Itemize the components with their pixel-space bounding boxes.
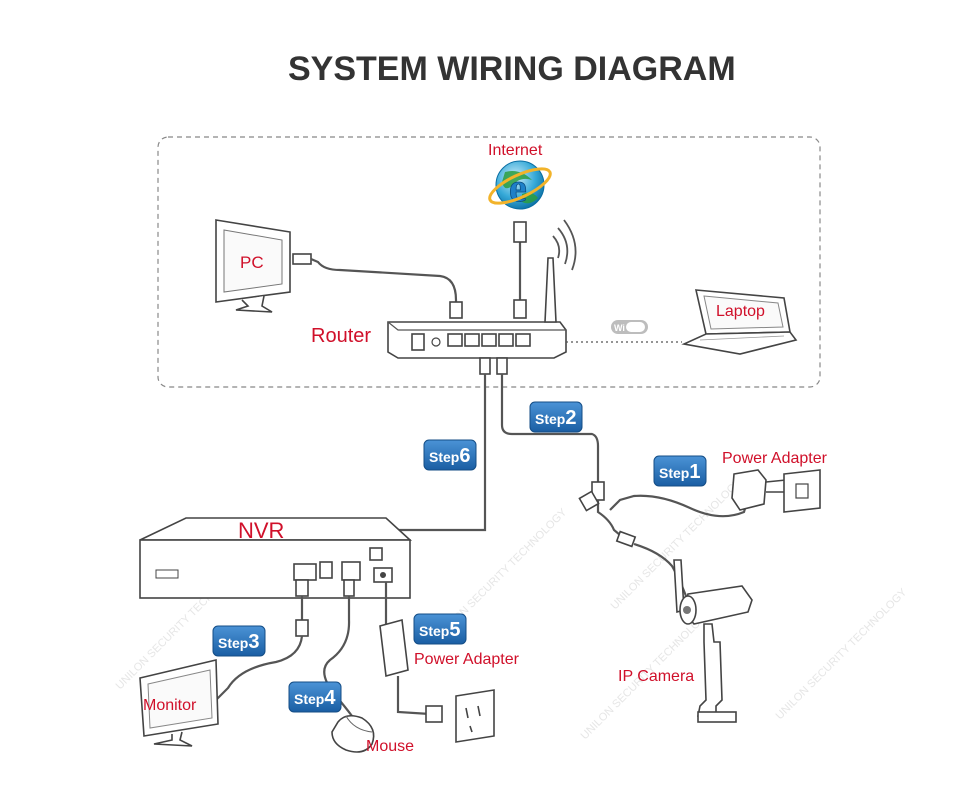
svg-text:Step3: Step3 (218, 631, 259, 653)
internet-label: Internet (488, 142, 543, 159)
laptop-icon (681, 289, 798, 355)
mouse-icon (331, 714, 375, 753)
step-4-badge: Step4 (288, 681, 342, 713)
step-5-number: 5 (449, 619, 460, 641)
step-4-number: 4 (324, 687, 336, 709)
step-5-badge: Step5 (413, 613, 467, 645)
step-6-badge: Step6 (423, 439, 477, 471)
watermark-text: UNILON SECURITY TECHNOLOGY (774, 586, 910, 722)
pc-label: PC (240, 253, 264, 272)
wifi-badge-text: Wi Fi (614, 323, 635, 333)
internet-cable (513, 221, 527, 319)
step-1-badge: Step1 (653, 455, 707, 487)
svg-text:Step4: Step4 (294, 687, 336, 709)
ip-camera-label: IP Camera (618, 668, 694, 685)
step-3-badge: Step3 (212, 625, 266, 657)
step-2-number: 2 (565, 407, 576, 429)
ip-camera-device (673, 559, 753, 723)
laptop-label: Laptop (716, 303, 765, 320)
watermarks: UNILON SECURITY TECHNOLOGY UNILON SECURI… (114, 476, 910, 742)
svg-text:Step1: Step1 (659, 461, 700, 483)
step-3-word: Step (218, 635, 248, 651)
power-adapter-nvr-label: Power Adapter (414, 651, 520, 668)
page-title: SYSTEM WIRING DIAGRAM (288, 50, 736, 88)
svg-text:Step5: Step5 (419, 619, 460, 641)
network-boundary (157, 136, 821, 388)
router-label: Router (311, 325, 371, 347)
step-4-word: Step (294, 691, 324, 707)
step-6-word: Step (429, 449, 459, 465)
pc-monitor-icon (215, 219, 291, 313)
step-2-badge: Step2 (529, 401, 583, 433)
nvr-label: NVR (238, 518, 284, 543)
camera-cable-assembly (578, 469, 821, 597)
step-1-word: Step (659, 465, 689, 481)
wireless-signal-icon (552, 219, 577, 271)
mouse-cable (323, 579, 355, 717)
svg-text:Step6: Step6 (429, 445, 470, 467)
pc-cable (292, 253, 463, 319)
wifi-badge-icon: Wi Fi (611, 320, 648, 334)
monitor-cable (213, 579, 309, 703)
mouse-label: Mouse (366, 738, 414, 755)
router-device (387, 257, 567, 359)
step-2-word: Step (535, 411, 565, 427)
step-5-word: Step (419, 623, 449, 639)
step-6-number: 6 (459, 445, 470, 467)
step-3-number: 3 (248, 631, 259, 653)
monitor-icon (139, 658, 219, 747)
router-antenna (544, 257, 557, 323)
nvr-power-adapter (379, 582, 495, 743)
internet-globe-icon: e (488, 160, 552, 210)
step-1-number: 1 (689, 461, 700, 483)
svg-text:Step2: Step2 (535, 407, 576, 429)
monitor-label: Monitor (143, 697, 197, 714)
power-adapter-camera-label: Power Adapter (722, 450, 828, 467)
